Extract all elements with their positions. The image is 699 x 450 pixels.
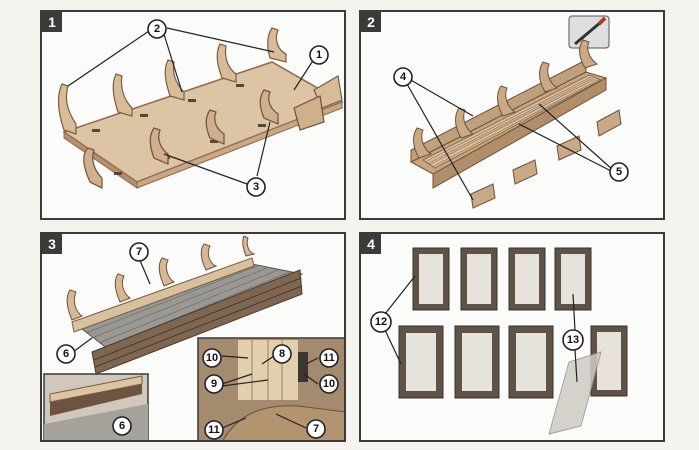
svg-text:4: 4 <box>400 71 407 83</box>
svg-text:12: 12 <box>375 316 387 328</box>
callout-7-inset: 7 <box>306 419 326 439</box>
right-wall <box>432 77 607 189</box>
callout-1: 1 <box>309 45 329 65</box>
step-2-illustration: 4 5 <box>393 15 629 209</box>
callout-10-right: 10 <box>319 374 339 394</box>
step-number-1: 1 <box>42 12 62 32</box>
callout-6-inset: 6 <box>112 416 132 436</box>
callout-5: 5 <box>609 162 629 182</box>
svg-text:6: 6 <box>63 348 69 360</box>
back-rail <box>71 257 255 333</box>
callout-11-top: 11 <box>319 348 339 368</box>
svg-text:13: 13 <box>567 334 579 346</box>
svg-text:7: 7 <box>136 246 142 258</box>
svg-text:10: 10 <box>323 378 335 390</box>
callout-12: 12 <box>370 311 392 333</box>
panel-step-4: 4 12 13 <box>359 232 665 442</box>
step-2-leaders <box>406 78 614 201</box>
panel-step-2: 2 <box>359 10 665 220</box>
panel-step-3: 3 <box>40 232 346 442</box>
svg-text:10: 10 <box>206 352 218 364</box>
step-number-3: 3 <box>42 234 62 254</box>
step-3-leaders <box>72 257 319 429</box>
callout-3: 3 <box>246 177 266 197</box>
callout-9: 9 <box>204 374 224 394</box>
svg-text:6: 6 <box>119 420 125 432</box>
callout-11-bottom: 11 <box>204 420 224 440</box>
svg-text:5: 5 <box>616 166 622 178</box>
step-4-illustration: 12 13 <box>370 247 628 435</box>
svg-text:2: 2 <box>154 23 160 35</box>
step-number-4: 4 <box>361 234 381 254</box>
callout-7-main: 7 <box>129 242 149 262</box>
callout-2: 2 <box>147 19 167 39</box>
svg-text:11: 11 <box>208 424 220 436</box>
callout-6-main: 6 <box>56 344 76 364</box>
front-brackets <box>83 89 325 189</box>
step-3-illustration: 7 6 6 10 8 11 9 10 11 7 <box>43 235 344 440</box>
callout-4: 4 <box>393 67 413 87</box>
back-brackets <box>57 27 343 135</box>
front-wall-lines <box>93 277 303 368</box>
svg-text:1: 1 <box>316 49 322 61</box>
step-4-leaders <box>384 275 578 383</box>
svg-text:3: 3 <box>253 181 259 193</box>
plank-lines <box>424 76 599 168</box>
panel-step-1: 1 <box>40 10 346 220</box>
svg-text:11: 11 <box>323 352 335 364</box>
svg-text:7: 7 <box>313 423 319 435</box>
step-2-brackets <box>413 39 622 209</box>
step-number-2: 2 <box>361 12 381 32</box>
callout-8: 8 <box>272 344 292 364</box>
step-1-leaders <box>67 27 315 185</box>
step-3-brackets <box>66 235 256 321</box>
svg-text:9: 9 <box>211 378 217 390</box>
callout-10-top: 10 <box>202 348 222 368</box>
svg-text:8: 8 <box>279 348 285 360</box>
step-1-illustration: 2 1 3 <box>57 19 344 197</box>
base-plank-edge-front <box>136 101 343 189</box>
glazing-sheet <box>548 351 602 435</box>
callout-13: 13 <box>562 329 584 351</box>
